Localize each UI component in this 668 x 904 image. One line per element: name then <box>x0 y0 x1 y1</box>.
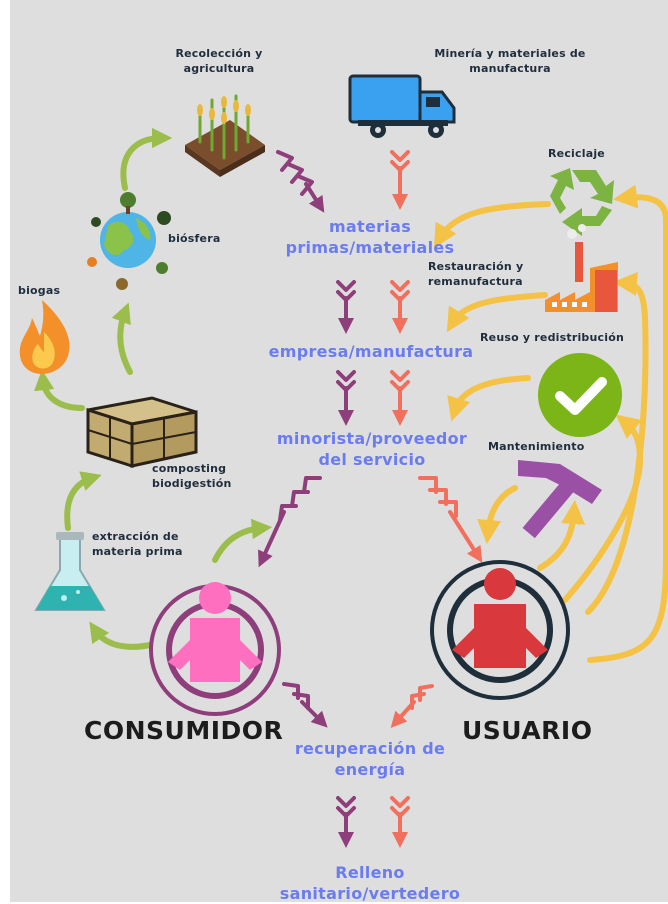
extraction-label: extracción de materia prima <box>92 529 183 559</box>
retailer-line-1: minorista/proveedor <box>276 429 468 448</box>
composting-to-biogas-arrow <box>33 369 85 411</box>
energy-recovery-node: recuperación de energía <box>285 738 455 780</box>
consumer-title: CONSUMIDOR <box>84 716 284 745</box>
manufacturing-node: empresa/manufactura <box>268 342 474 361</box>
technical-cycle-arrows <box>433 184 668 663</box>
user-icon <box>430 560 570 700</box>
energy-recovery-line-2: energía <box>334 760 406 779</box>
biogas-label: biogas <box>18 284 61 297</box>
harvest-label-line-2: agricultura <box>183 62 255 75</box>
raw-materials-node: materias primas/materiales <box>285 216 455 258</box>
truck-icon <box>348 74 456 138</box>
retailer-line-2: del servicio <box>318 450 426 469</box>
consumer-to-extraction-top-arrow <box>212 518 273 563</box>
reuse-return-arrow <box>447 375 531 422</box>
flask-icon <box>34 532 106 611</box>
raw-materials-line-1: materias <box>328 217 412 236</box>
restoration-label-line-1: Restauración y <box>428 260 524 273</box>
raw-materials-line-2: primas/materiales <box>285 238 455 257</box>
factory-icon <box>545 224 618 312</box>
recycling-return-arrow <box>433 201 551 249</box>
recycling-label: Reciclaje <box>548 147 605 160</box>
harvest-label-line-1: Recolección y <box>175 47 263 60</box>
energy-recovery-line-1: recuperación de <box>294 739 446 758</box>
restoration-return-arrow <box>446 292 548 333</box>
crate-icon <box>86 396 198 469</box>
maintenance-label: Mantenimiento <box>488 440 585 453</box>
globe-icon <box>87 192 171 290</box>
user-flow-arrows <box>390 150 483 848</box>
user-to-reuse-arrow <box>562 414 644 603</box>
composting-label: composting biodigestión <box>152 461 232 491</box>
mining-label: Minería y materiales de manufactura <box>415 46 605 76</box>
landfill-node: Relleno sanitario/vertedero <box>265 862 475 904</box>
composting-to-biosphere-arrow <box>111 302 133 375</box>
composting-label-line-1: composting <box>152 462 227 475</box>
composting-label-line-2: biodigestión <box>152 477 232 490</box>
restoration-label: Restauración y remanufactura <box>428 259 523 289</box>
retailer-node: minorista/proveedor del servicio <box>262 428 482 470</box>
biosphere-label: biósfera <box>168 232 221 245</box>
crops-icon <box>185 94 265 177</box>
checkmark-icon <box>538 353 622 437</box>
extraction-label-line-2: materia prima <box>92 545 183 558</box>
harvest-label: Recolección y agricultura <box>160 46 278 76</box>
consumer-flow-arrows <box>258 150 356 848</box>
consumer-to-extraction-arrow <box>89 621 153 650</box>
user-to-recycling-arrow <box>587 184 668 663</box>
user-title: USUARIO <box>462 716 593 745</box>
hammer-icon <box>518 460 602 539</box>
recycle-icon <box>550 168 614 236</box>
user-to-restoration-arrow <box>585 271 649 615</box>
biosphere-to-harvest-arrow <box>120 127 173 191</box>
maintenance-to-user-arrow <box>477 485 518 544</box>
reuse-label: Reuso y redistribución <box>480 331 625 344</box>
mining-label-line-1: Minería y materiales de <box>434 47 586 60</box>
extraction-to-composting-arrow <box>64 471 102 531</box>
biological-cycle-arrows <box>33 127 273 650</box>
harvest-to-raw-materials-arrow <box>304 182 325 213</box>
landfill-line-1: Relleno <box>335 863 405 882</box>
user-to-maintenance-arrow <box>537 500 586 571</box>
consumer-icon <box>149 582 281 716</box>
restoration-label-line-2: remanufactura <box>428 275 523 288</box>
mining-label-line-2: manufactura <box>469 62 551 75</box>
landfill-line-2: sanitario/vertedero <box>279 884 461 903</box>
flame-icon <box>19 300 70 374</box>
extraction-label-line-1: extracción de <box>92 530 179 543</box>
